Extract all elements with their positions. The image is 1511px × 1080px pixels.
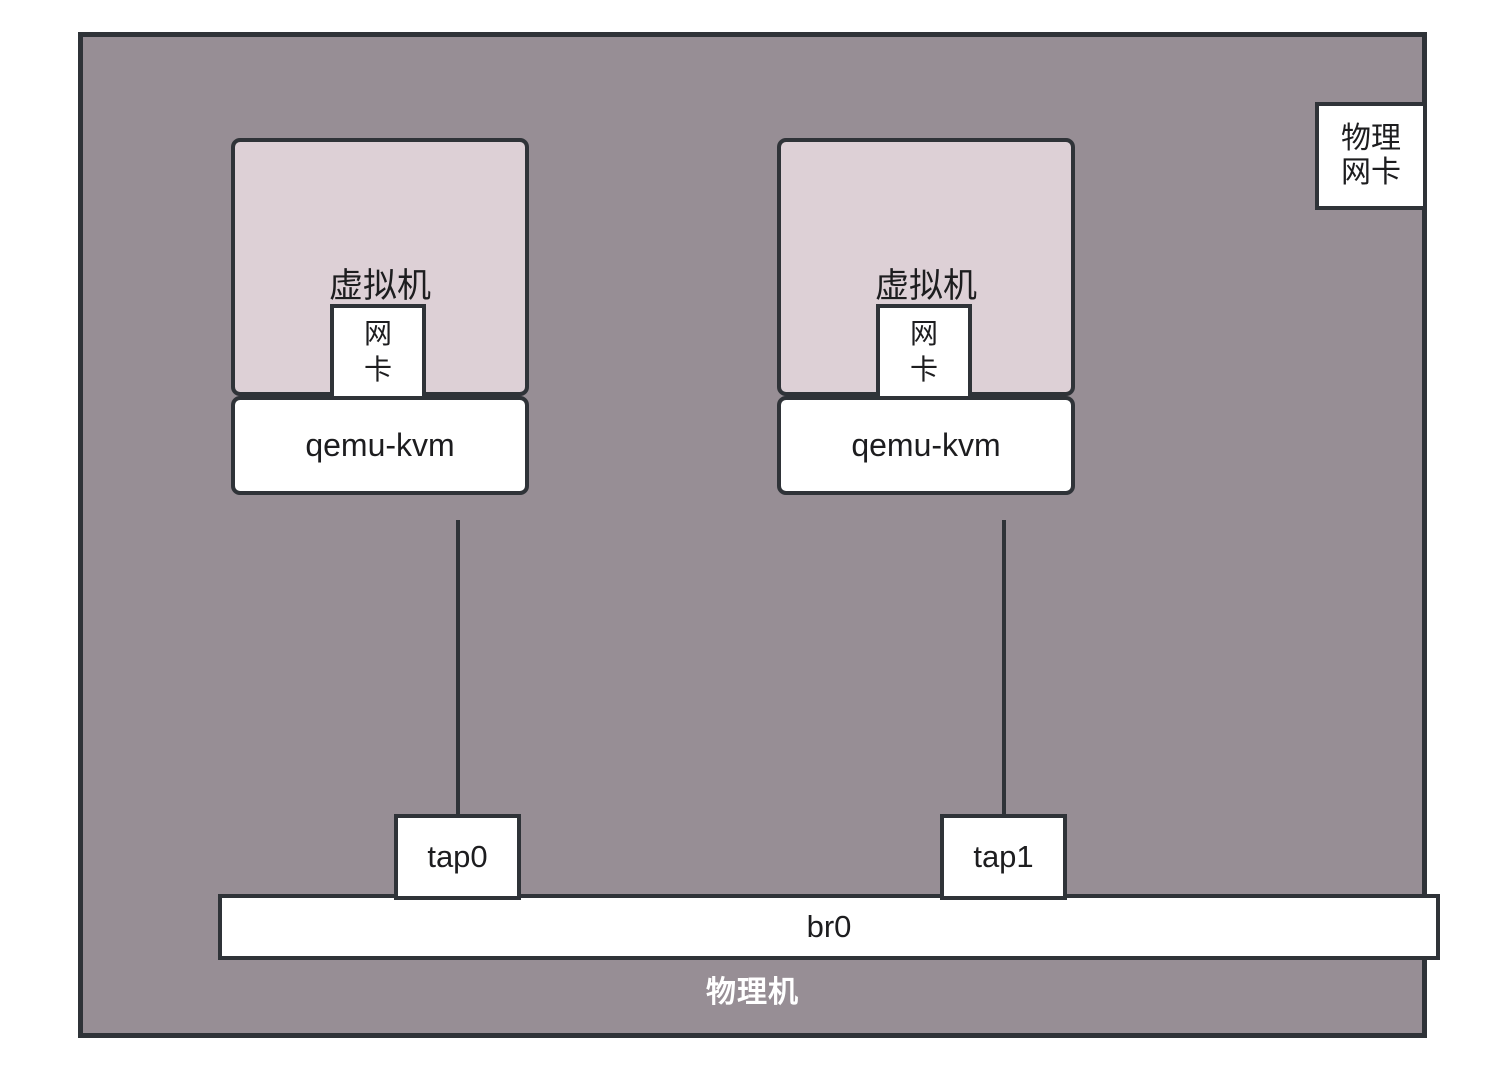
qemu-kvm-label-1: qemu-kvm bbox=[851, 427, 1001, 463]
bridge-label: br0 bbox=[806, 909, 852, 944]
vm-nic-box-1: 网卡 bbox=[876, 304, 972, 400]
physical-host-label: 物理机 bbox=[706, 976, 799, 1009]
physical-nic-label: 物理网卡 bbox=[1341, 122, 1401, 189]
qemu-kvm-label-0: qemu-kvm bbox=[305, 427, 455, 463]
connector-line-1 bbox=[1002, 520, 1006, 816]
connector-line-0 bbox=[456, 520, 460, 816]
bridge-box: br0 bbox=[218, 894, 1440, 960]
qemu-kvm-box-1: qemu-kvm bbox=[777, 396, 1075, 495]
vm-title-0: 虚拟机 bbox=[329, 267, 431, 305]
tap-device-label-0: tap0 bbox=[427, 839, 488, 874]
vm-title-1: 虚拟机 bbox=[875, 267, 977, 305]
physical-host-container: 物理网卡 虚拟机 网卡 qemu-kvm 虚拟机 网卡 qemu-kvm bbox=[78, 32, 1440, 1038]
tap-device-label-1: tap1 bbox=[973, 839, 1034, 874]
physical-nic-box: 物理网卡 bbox=[1315, 102, 1427, 210]
qemu-kvm-box-0: qemu-kvm bbox=[231, 396, 529, 495]
vm-nic-box-0: 网卡 bbox=[330, 304, 426, 400]
tap-device-box-0: tap0 bbox=[394, 814, 521, 900]
vm-nic-label-1: 网卡 bbox=[909, 318, 938, 385]
vm-nic-label-0: 网卡 bbox=[363, 318, 392, 385]
tap-device-box-1: tap1 bbox=[940, 814, 1067, 900]
